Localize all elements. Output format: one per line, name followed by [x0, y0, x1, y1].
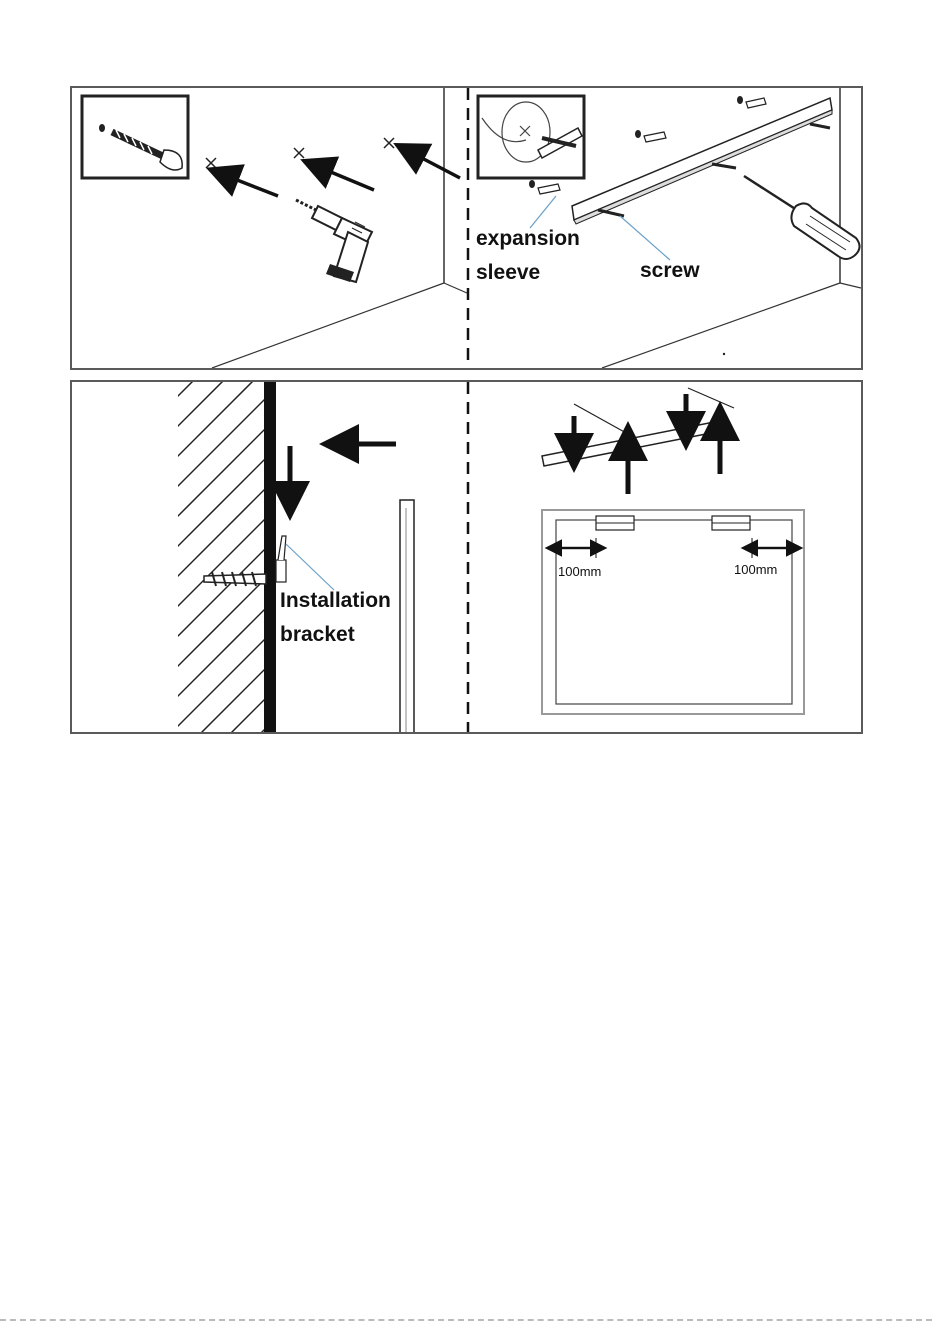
drill-icon — [296, 200, 372, 282]
right-floor-line — [602, 283, 840, 368]
mirror-edge — [400, 500, 414, 732]
installation-bracket-label: Installation — [280, 589, 391, 612]
wall-hatch — [152, 382, 402, 732]
top-illustration: expansion sleeve screw — [72, 88, 861, 368]
floor-edge-line — [444, 283, 467, 293]
bracket-leader-line — [286, 544, 334, 590]
step-drill-and-mount-panel: expansion sleeve screw — [70, 86, 863, 370]
drill-marks — [206, 138, 394, 168]
screw-icon — [598, 124, 830, 216]
drill-bit-inset — [82, 96, 188, 178]
floor-line — [212, 283, 444, 368]
page-edge — [0, 1319, 932, 1321]
installation-bracket-label-line2: bracket — [280, 623, 355, 646]
wall-surface — [264, 382, 276, 732]
hanging-rail-diagram — [542, 388, 734, 466]
mirror-front — [542, 510, 804, 714]
arrow-icon — [232, 156, 460, 196]
step-hang-panel: Installation bracket — [70, 380, 863, 734]
screw-leader-line — [620, 216, 670, 260]
left-dimension-label: 100mm — [558, 564, 601, 579]
screw-inset — [478, 96, 584, 178]
mounting-rail — [572, 98, 832, 224]
bottom-illustration: Installation bracket — [72, 382, 861, 732]
right-dimension-label: 100mm — [734, 562, 777, 577]
expansion-sleeve-label-line2: sleeve — [476, 261, 540, 284]
screwdriver-icon — [744, 176, 860, 259]
screw-label: screw — [640, 259, 700, 282]
arrow-icon — [290, 444, 396, 486]
bracket-hook — [278, 536, 286, 560]
expansion-leader-line — [530, 196, 556, 228]
expansion-sleeve-label: expansion — [476, 227, 580, 250]
